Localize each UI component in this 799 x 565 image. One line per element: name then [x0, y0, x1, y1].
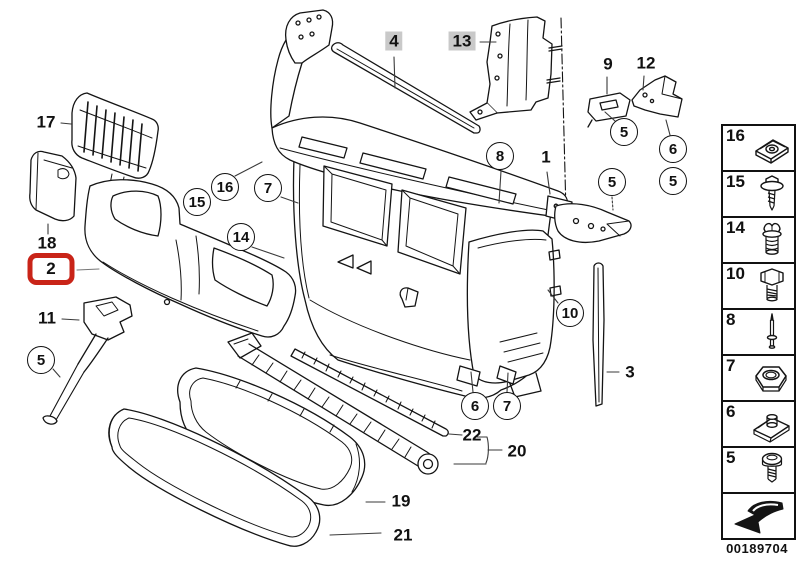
callout-1[interactable]: 1 — [541, 147, 551, 167]
callout-16[interactable]: 16 — [211, 173, 239, 201]
callout-10[interactable]: 10 — [556, 299, 584, 327]
part-12-drawing — [631, 75, 683, 118]
part-11-drawing — [42, 296, 133, 425]
legend-row-14[interactable]: 14 — [723, 216, 794, 262]
part-19-drawing — [177, 367, 366, 507]
callout-15[interactable]: 15 — [183, 188, 211, 216]
callout-11[interactable]: 11 — [38, 308, 56, 328]
callout-7-a[interactable]: 7 — [254, 174, 282, 202]
part-2-drawing — [84, 179, 297, 338]
callout-5-b[interactable]: 5 — [610, 118, 638, 146]
callout-12[interactable]: 12 — [636, 53, 656, 73]
callout-3[interactable]: 3 — [625, 362, 635, 382]
part-3-drawing — [592, 262, 605, 407]
callout-5-d[interactable]: 5 — [598, 168, 626, 196]
part-22-drawing — [290, 348, 449, 437]
callout-4[interactable]: 4 — [385, 31, 403, 51]
callout-5-a[interactable]: 5 — [27, 346, 55, 374]
hex-nut-icon — [755, 366, 787, 392]
part-17-drawing — [71, 92, 159, 188]
callout-17[interactable]: 17 — [36, 112, 56, 132]
callout-2-highlighted[interactable]: 2 — [27, 253, 75, 285]
legend-row-back-arrow[interactable] — [723, 492, 794, 538]
callout-14[interactable]: 14 — [227, 223, 255, 251]
legend-part-number: 8 — [726, 310, 736, 329]
callout-6-a[interactable]: 6 — [659, 135, 687, 163]
self-tapping-screw-icon — [760, 175, 784, 211]
legend-part-number: 10 — [726, 264, 745, 283]
legend-row-10[interactable]: 10 — [723, 262, 794, 308]
callout-2-label: 2 — [46, 259, 56, 278]
part-4-drawing — [330, 42, 481, 134]
callout-6-b[interactable]: 6 — [461, 392, 489, 420]
callout-20[interactable]: 20 — [507, 441, 527, 461]
part-9-drawing — [587, 92, 631, 128]
hex-bolt-icon — [760, 268, 784, 302]
callout-18[interactable]: 18 — [37, 233, 57, 253]
legend-part-number: 7 — [726, 356, 736, 375]
callout-7-b[interactable]: 7 — [493, 392, 521, 420]
part-21-drawing — [108, 408, 321, 547]
machine-screw-icon — [761, 452, 783, 483]
part-20-drawing — [227, 332, 439, 475]
callout-9[interactable]: 9 — [603, 54, 613, 74]
legend-part-number: 15 — [726, 172, 745, 191]
part-13-drawing — [469, 16, 563, 121]
callout-21[interactable]: 21 — [393, 525, 413, 545]
legend-part-number: 6 — [726, 402, 736, 421]
callout-19[interactable]: 19 — [391, 491, 411, 511]
fastener-legend: 16 15 14 — [721, 124, 796, 540]
legend-part-number: 5 — [726, 448, 736, 467]
legend-part-number: 16 — [726, 126, 745, 145]
part-18-drawing — [29, 150, 77, 222]
clamp-nut-icon — [753, 413, 790, 443]
callout-22[interactable]: 22 — [462, 425, 482, 445]
drawing-number: 00189704 — [726, 541, 788, 556]
callout-13[interactable]: 13 — [448, 31, 476, 51]
legend-row-5[interactable]: 5 — [723, 446, 794, 492]
stud-pin-icon — [766, 313, 778, 349]
part-1-carrier-drawing — [270, 9, 632, 399]
expansion-rivet-icon — [762, 222, 782, 255]
callout-5-c[interactable]: 5 — [659, 167, 687, 195]
legend-part-number: 14 — [726, 218, 745, 237]
legend-row-15[interactable]: 15 — [723, 170, 794, 216]
callout-8[interactable]: 8 — [486, 142, 514, 170]
leader-lines — [47, 41, 671, 536]
legend-row-7[interactable]: 7 — [723, 354, 794, 400]
legend-row-16[interactable]: 16 — [723, 126, 794, 170]
clip-nut-icon — [755, 139, 789, 164]
back-arrow-icon — [734, 500, 784, 534]
legend-row-6[interactable]: 6 — [723, 400, 794, 446]
legend-row-8[interactable]: 8 — [723, 308, 794, 354]
centerline — [560, 17, 567, 213]
